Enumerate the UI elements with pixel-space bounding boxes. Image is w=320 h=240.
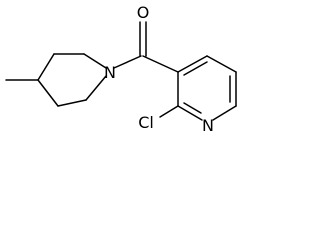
bond-c3b-c2b	[57, 99, 87, 107]
aromatic-inner-3	[183, 102, 202, 114]
aromatic-inner-1	[183, 61, 208, 76]
bond-c4-c5	[206, 55, 237, 73]
bond-c3-c4	[177, 55, 208, 73]
bond-carbonyl-pyridine	[142, 55, 179, 73]
oxygen-label: O	[137, 3, 150, 22]
pyridine-nitrogen-label: N	[202, 116, 214, 135]
piperidine-ring	[37, 53, 107, 107]
bond-n-carbonyl	[113, 55, 142, 69]
structure-canvas: O N N Cl	[0, 0, 249, 136]
bond-n-c2a	[83, 53, 107, 69]
bond-c4-c3b	[37, 79, 59, 107]
chlorine-label: Cl	[138, 113, 154, 132]
pyridine-ring	[177, 55, 237, 121]
bond-c3a-c4	[37, 53, 55, 81]
chemical-structure-diagram: O N N Cl	[5, 3, 237, 135]
bond-c6-n	[212, 105, 237, 121]
bond-c2b-n	[85, 75, 107, 101]
carbonyl-double-bond	[139, 21, 147, 57]
bond-n-c2	[177, 105, 203, 121]
bond-c2-cl	[159, 105, 179, 118]
piperidine-nitrogen-label: N	[104, 63, 116, 82]
